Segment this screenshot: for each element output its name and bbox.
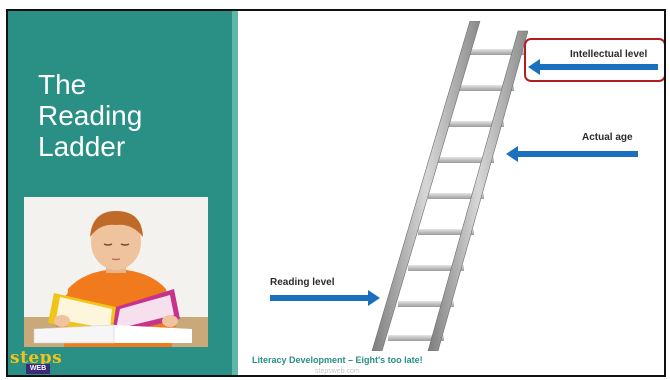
slide-title: The Reading Ladder: [38, 69, 143, 162]
footer-caption: Literacy Development – Eight's too late!: [252, 355, 423, 365]
footer-url: stepsweb.com: [315, 368, 360, 375]
actual-age-label: Actual age: [582, 132, 633, 143]
reading-level-label: Reading level: [270, 277, 335, 288]
boy-reading-photo: [24, 197, 208, 347]
intellectual-level-label: Intellectual level: [570, 49, 648, 60]
ladder-rungs: [388, 49, 524, 341]
intellectual-level-highlight: [524, 38, 664, 82]
slide: The Reading Ladder: [6, 9, 666, 377]
stepsweb-logo: steps WEB: [10, 348, 63, 375]
ladder-illustration: [371, 21, 528, 351]
reading-level-arrow: [270, 290, 380, 306]
logo-text: steps: [10, 348, 63, 368]
actual-age-arrow: [506, 146, 638, 162]
sidebar-panel: The Reading Ladder: [8, 11, 232, 375]
logo-sub: WEB: [26, 364, 50, 374]
sidebar-divider: [232, 11, 238, 375]
intellectual-level-arrow: [528, 59, 658, 75]
